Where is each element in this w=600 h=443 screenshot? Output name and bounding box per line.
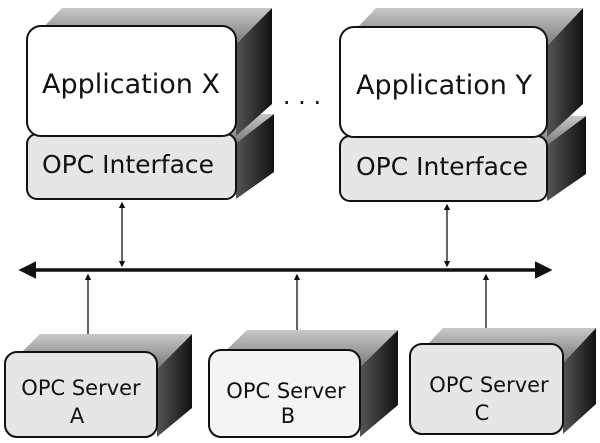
application-x-stack: OPC Interface Application X [26, 8, 274, 200]
application-x-box: Application X [26, 8, 272, 137]
opc-server-c-label: OPC Server [429, 373, 549, 397]
opc-interface-x-label: OPC Interface [42, 150, 214, 179]
opc-server-c-letter: C [475, 401, 490, 425]
application-x-label: Application X [42, 69, 220, 100]
opc-interface-y-label: OPC Interface [356, 152, 528, 181]
opc-server-b-box: OPC Server B [208, 330, 398, 438]
opc-server-b-letter: B [281, 404, 295, 428]
opc-server-a-letter: A [70, 404, 85, 428]
opc-server-c-box: OPC Server C [409, 328, 596, 435]
ellipsis-label: . . . [283, 82, 321, 110]
opc-server-a-box: OPC Server A [4, 334, 192, 438]
application-y-box: Application Y [339, 8, 583, 138]
application-y-label: Application Y [356, 70, 532, 101]
application-y-stack: OPC Interface Application Y [339, 8, 586, 202]
opc-server-a-label: OPC Server [21, 376, 141, 400]
opc-server-b-label: OPC Server [226, 379, 346, 403]
